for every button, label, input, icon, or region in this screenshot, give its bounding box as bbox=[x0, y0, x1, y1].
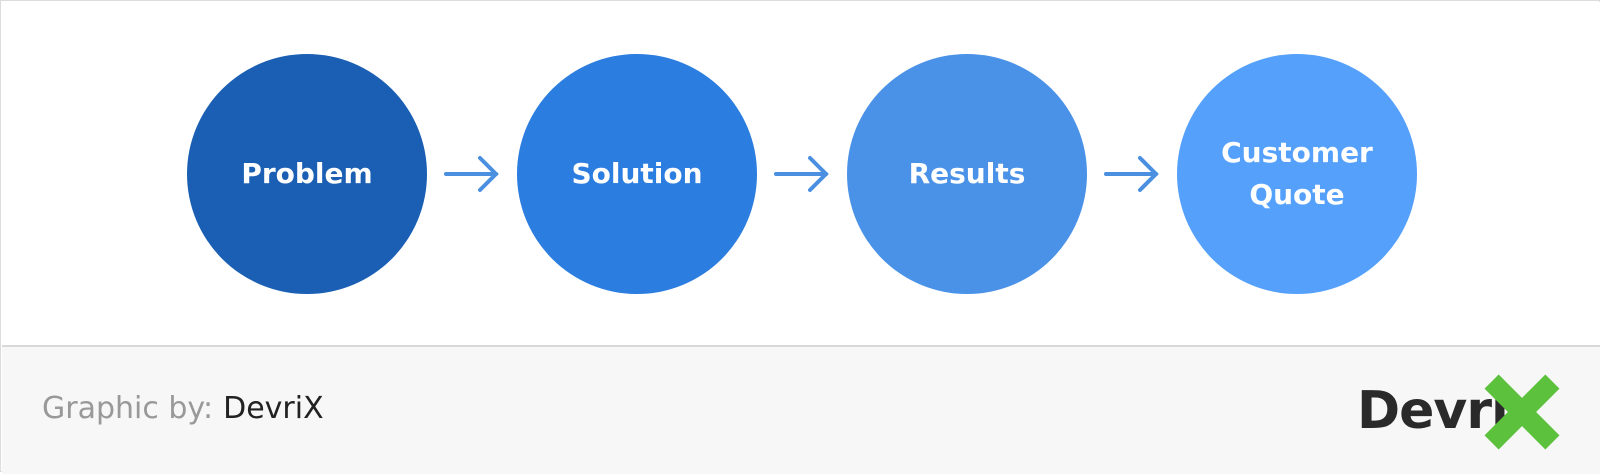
step-label: Solution bbox=[571, 157, 703, 190]
devrix-logo: Devri bbox=[1357, 367, 1577, 457]
step-results: Results bbox=[847, 54, 1087, 294]
process-diagram: Problem Solution Results Customer Quote bbox=[2, 2, 1600, 345]
arrow-right-icon bbox=[1104, 156, 1159, 192]
x-mark-icon bbox=[1484, 374, 1560, 450]
step-problem: Problem bbox=[187, 54, 427, 294]
step-label: Customer Quote bbox=[1221, 136, 1373, 211]
credit-prefix: Graphic by: bbox=[42, 391, 214, 426]
credit-brand: DevriX bbox=[223, 391, 324, 426]
arrow-right-icon bbox=[774, 156, 829, 192]
footer: Graphic by: DevriX Devri bbox=[2, 345, 1600, 474]
graphic-credit: Graphic by: DevriX bbox=[42, 391, 324, 426]
step-solution: Solution bbox=[517, 54, 757, 294]
step-customer-quote: Customer Quote bbox=[1177, 54, 1417, 294]
step-label: Problem bbox=[241, 157, 373, 190]
arrow-right-icon bbox=[444, 156, 499, 192]
step-label: Results bbox=[908, 157, 1026, 190]
logo-text: Devri bbox=[1357, 381, 1509, 441]
